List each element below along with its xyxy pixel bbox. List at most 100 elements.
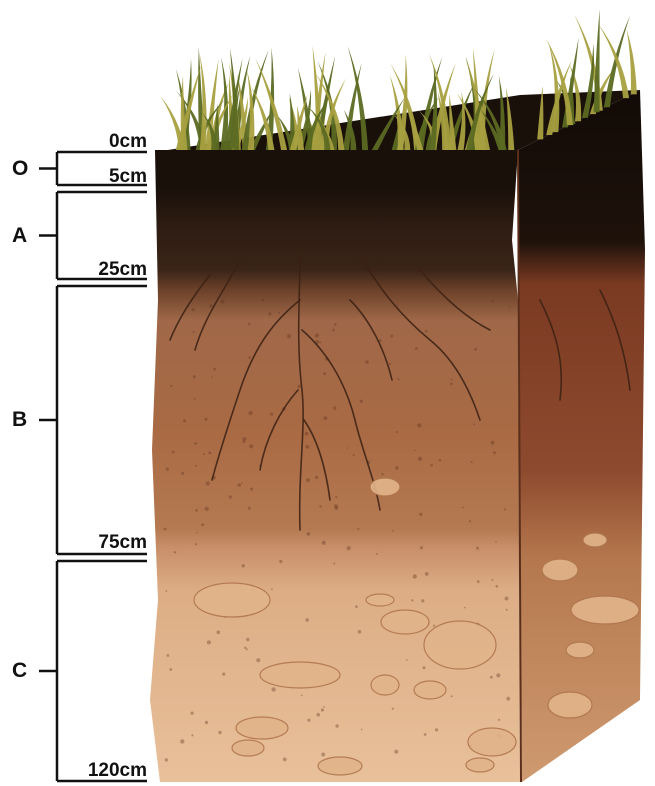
soil-speck xyxy=(170,385,172,387)
soil-speck xyxy=(315,333,319,337)
soil-speck xyxy=(389,363,391,365)
soil-speck xyxy=(195,465,197,467)
soil-speck xyxy=(390,335,393,338)
soil-speck xyxy=(174,551,176,553)
soil-speck xyxy=(305,432,309,436)
soil-speck xyxy=(406,659,408,661)
soil-speck xyxy=(194,442,197,445)
soil-speck xyxy=(180,739,184,743)
soil-speck xyxy=(165,758,168,761)
soil-speck xyxy=(169,668,172,671)
soil-speck xyxy=(279,560,282,563)
soil-speck xyxy=(195,509,198,512)
soil-speck xyxy=(301,694,303,696)
soil-speck xyxy=(321,708,324,711)
grass-blade xyxy=(627,29,637,95)
soil-speck xyxy=(504,508,506,510)
horizon-label-o: O xyxy=(12,158,28,179)
soil-speck xyxy=(305,445,309,449)
soil-speck xyxy=(411,599,413,601)
pebble xyxy=(414,681,446,699)
pebble xyxy=(318,757,362,775)
depth-label-120cm: 120cm xyxy=(88,761,147,780)
soil-speck xyxy=(506,609,508,611)
soil-speck xyxy=(493,451,496,454)
soil-speck xyxy=(307,532,311,536)
soil-speck xyxy=(268,312,271,315)
depth-scale xyxy=(39,152,147,781)
soil-speck xyxy=(196,532,198,534)
soil-speck xyxy=(250,488,253,491)
soil-speck xyxy=(166,468,169,471)
soil-speck xyxy=(183,419,186,422)
soil-speck xyxy=(496,673,500,677)
soil-speck xyxy=(450,383,453,386)
soil-speck xyxy=(218,731,221,734)
side-face xyxy=(518,90,645,782)
soil-speck xyxy=(491,441,495,445)
depth-label-0cm: 0cm xyxy=(109,132,147,151)
pebble xyxy=(260,662,340,688)
soil-speck xyxy=(243,437,247,441)
soil-speck xyxy=(243,440,246,443)
soil-speck xyxy=(205,507,209,511)
soil-speck xyxy=(355,605,358,608)
soil-speck xyxy=(381,473,383,475)
soil-speck xyxy=(321,753,325,757)
soil-speck xyxy=(417,423,421,427)
soil-speck xyxy=(322,541,326,545)
soil-speck xyxy=(415,347,418,350)
soil-speck xyxy=(209,304,213,308)
soil-speck xyxy=(439,459,442,462)
soil-speck xyxy=(395,466,399,470)
soil-speck xyxy=(167,654,170,657)
soil-speck xyxy=(334,323,336,325)
soil-speck xyxy=(320,342,322,344)
soil-speck xyxy=(430,464,433,467)
soil-speck xyxy=(469,520,471,522)
soil-speck xyxy=(271,588,273,590)
soil-speck xyxy=(207,640,211,644)
soil-speck xyxy=(365,360,369,364)
soil-speck xyxy=(433,625,435,627)
soil-speck xyxy=(193,331,195,333)
soil-speck xyxy=(221,299,225,303)
soil-speck xyxy=(213,368,216,371)
soil-speck xyxy=(346,447,348,449)
soil-speck xyxy=(506,697,510,701)
pebble xyxy=(566,642,594,658)
soil-speck xyxy=(283,758,287,762)
soil-speck xyxy=(229,495,232,498)
pebble xyxy=(366,594,394,606)
pebble xyxy=(232,740,264,756)
soil-speck xyxy=(205,721,208,724)
soil-speck xyxy=(172,451,175,454)
soil-speck xyxy=(194,398,196,400)
soil-speck xyxy=(333,406,336,409)
soil-speck xyxy=(361,729,363,731)
soil-speck xyxy=(360,400,363,403)
soil-speck xyxy=(490,676,493,679)
pebble xyxy=(468,728,516,756)
soil-speck xyxy=(396,431,398,433)
soil-speck xyxy=(306,618,309,621)
soil-speck xyxy=(270,413,273,416)
soil-speck xyxy=(397,378,399,380)
soil-speck xyxy=(323,706,325,708)
soil-speck xyxy=(477,580,480,583)
pebble xyxy=(466,758,494,772)
pebble xyxy=(194,583,270,617)
soil-speck xyxy=(191,712,194,715)
pebble xyxy=(542,559,578,581)
pebble xyxy=(370,478,400,496)
soil-speck xyxy=(316,713,320,717)
soil-speck xyxy=(237,483,241,487)
depth-label-75cm: 75cm xyxy=(98,533,147,552)
depth-label-25cm: 25cm xyxy=(98,260,147,279)
soil-speck xyxy=(195,543,197,545)
soil-speck xyxy=(319,505,321,507)
soil-speck xyxy=(262,299,265,302)
soil-speck xyxy=(394,750,398,754)
soil-speck xyxy=(181,472,184,475)
